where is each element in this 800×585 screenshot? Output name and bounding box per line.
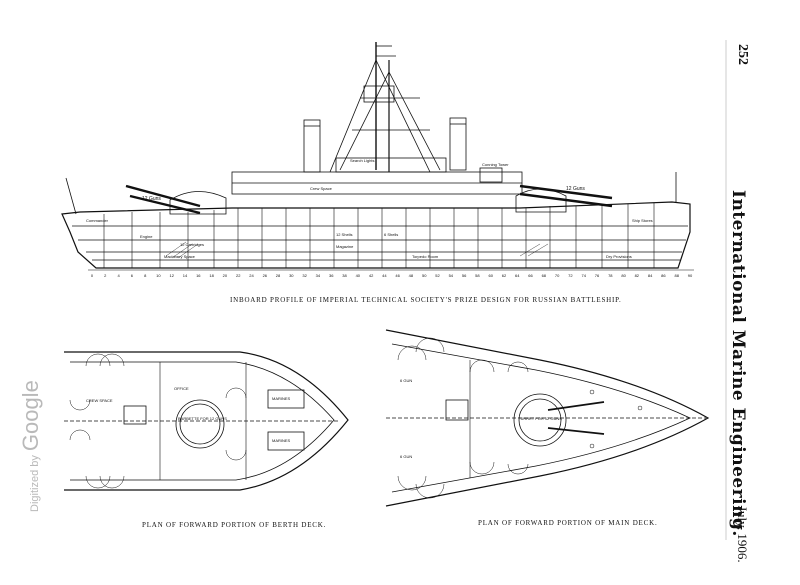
frame-number: 34 — [316, 273, 321, 278]
label-main-turret: TURRET FOR 12 GUNS — [518, 416, 562, 421]
frame-number: 30 — [289, 273, 294, 278]
label-cartridges-12: 12 Cartridges — [180, 242, 204, 247]
label-berth-marines-2: MARINES — [272, 438, 291, 443]
frame-number: 36 — [329, 273, 334, 278]
label-berth-office: OFFICE — [174, 386, 189, 391]
frame-number: 44 — [382, 273, 387, 278]
label-search-lights: Search Lights — [350, 158, 374, 163]
berth-deck-plan-drawing — [64, 351, 349, 491]
frame-number: 8 — [144, 273, 147, 278]
frame-number: 18 — [209, 273, 214, 278]
frame-number: 4 — [117, 273, 120, 278]
frame-number: 72 — [568, 273, 573, 278]
frame-number: 76 — [595, 273, 600, 278]
frame-number: 16 — [196, 273, 201, 278]
watermark-prefix: Digitized by — [29, 455, 41, 512]
frame-number: 32 — [302, 273, 307, 278]
label-crew-space: Crew Space — [310, 186, 333, 191]
label-main-gun-a: 6 GUN — [400, 378, 412, 383]
frame-number: 42 — [369, 273, 374, 278]
caption-main-deck: PLAN OF FORWARD PORTION OF MAIN DECK. — [478, 519, 658, 527]
label-shells-6: 6 Shells — [384, 232, 398, 237]
label-machinery-space: Machinery Space — [164, 254, 196, 259]
label-torpedo-room: Torpedo Room — [412, 254, 439, 259]
frame-number: 14 — [183, 273, 188, 278]
frame-number: 80 — [621, 273, 626, 278]
frame-number: 0 — [91, 273, 94, 278]
frame-number: 48 — [409, 273, 414, 278]
frame-number: 46 — [395, 273, 400, 278]
inboard-profile-drawing — [61, 42, 694, 271]
frame-number: 24 — [249, 273, 254, 278]
journal-title: International Marine Engineering. — [728, 190, 748, 537]
issue-date: July, 1906. — [735, 506, 750, 563]
frame-number: 68 — [542, 273, 547, 278]
watermark-logo: Google — [18, 380, 43, 452]
frame-number: 40 — [356, 273, 361, 278]
digitization-watermark: Digitized by Google — [18, 380, 44, 512]
label-engine: Engine — [140, 234, 153, 239]
caption-inboard-profile: INBOARD PROFILE OF IMPERIAL TECHNICAL SO… — [230, 296, 622, 304]
berth-plan-labels: CREW SPACE OFFICE BARBETTE FOR 12 GUNS M… — [86, 386, 291, 443]
frame-number: 28 — [276, 273, 281, 278]
label-guns-12-aft: 12 Guns — [142, 196, 161, 202]
frame-number: 74 — [581, 273, 586, 278]
frame-number: 22 — [236, 273, 241, 278]
frame-number: 86 — [661, 273, 666, 278]
frame-number: 60 — [488, 273, 493, 278]
page-number: 252 — [735, 44, 750, 65]
frame-number: 2 — [104, 273, 107, 278]
label-berth-crew-space: CREW SPACE — [86, 398, 113, 403]
frame-number: 62 — [502, 273, 507, 278]
main-plan-labels: TURRET FOR 12 GUNS 6 GUN 6 GUN — [400, 378, 562, 459]
frame-number: 10 — [156, 273, 161, 278]
label-dry-provisions: Dry Provisions — [606, 254, 632, 259]
frame-number: 66 — [528, 273, 533, 278]
label-commander: Commander — [86, 218, 109, 223]
profile-labels: 12 Guns 12 Guns Conning Tower Search Lig… — [86, 158, 653, 259]
frame-number: 56 — [462, 273, 467, 278]
frame-number: 78 — [608, 273, 613, 278]
label-main-gun-b: 6 GUN — [400, 454, 412, 459]
label-shells-12: 12 Shells — [336, 232, 352, 237]
frame-number: 20 — [223, 273, 228, 278]
frame-number: 58 — [475, 273, 480, 278]
frame-number: 84 — [648, 273, 653, 278]
frame-number: 54 — [449, 273, 454, 278]
frame-number: 82 — [635, 273, 640, 278]
frame-number: 50 — [422, 273, 427, 278]
frame-number: 38 — [342, 273, 347, 278]
frame-number: 64 — [515, 273, 520, 278]
label-ship-stores: Ship Stores — [632, 218, 653, 223]
frame-number: 6 — [131, 273, 134, 278]
label-magazine: Magazine — [336, 244, 354, 249]
frame-number: 12 — [169, 273, 174, 278]
frame-number: 52 — [435, 273, 440, 278]
frame-number: 88 — [674, 273, 679, 278]
frame-number: 70 — [555, 273, 560, 278]
frame-number: 26 — [263, 273, 268, 278]
label-berth-barbette: BARBETTE FOR 12 GUNS — [178, 416, 227, 421]
label-conning-tower: Conning Tower — [482, 162, 509, 167]
frame-number: 90 — [688, 273, 693, 278]
caption-berth-deck: PLAN OF FORWARD PORTION OF BERTH DECK. — [142, 521, 327, 529]
main-deck-plan-drawing — [385, 329, 710, 507]
label-guns-12-fwd: 12 Guns — [566, 186, 585, 192]
label-berth-marines: MARINES — [272, 396, 291, 401]
